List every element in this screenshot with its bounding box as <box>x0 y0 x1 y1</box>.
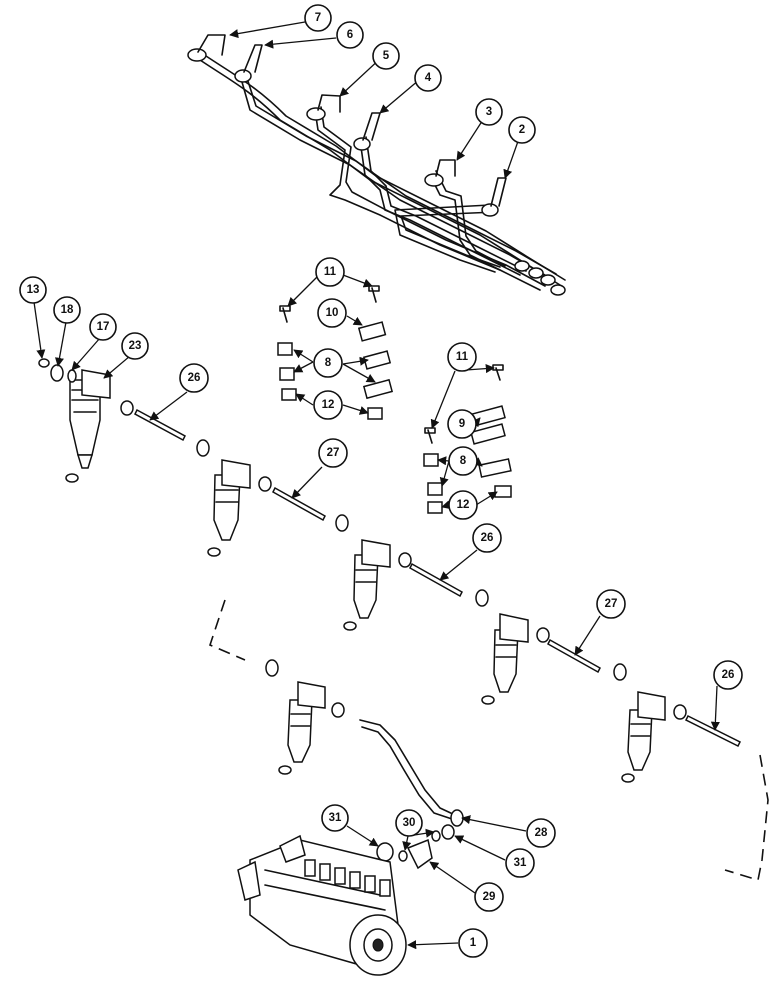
svg-text:31: 31 <box>514 857 527 869</box>
injector-row <box>38 358 687 783</box>
callout-3: 3 <box>475 98 503 126</box>
callout-11-upper: 11 <box>315 257 345 287</box>
callout-26-third: 26 <box>713 660 743 690</box>
callout-13: 13 <box>19 276 47 304</box>
injector-pipe-bundle <box>187 34 566 296</box>
callout-10: 10 <box>317 298 347 328</box>
svg-text:18: 18 <box>61 304 74 316</box>
callout-1: 1 <box>458 928 488 958</box>
svg-text:30: 30 <box>403 817 416 829</box>
svg-text:8: 8 <box>460 455 467 467</box>
svg-text:2: 2 <box>519 124 525 136</box>
callout-27-first: 27 <box>318 438 348 468</box>
svg-text:31: 31 <box>329 812 342 824</box>
callout-18: 18 <box>53 296 81 324</box>
callout-31-right: 31 <box>505 848 535 878</box>
callout-31-left: 31 <box>321 804 349 832</box>
callout-29: 29 <box>474 882 504 912</box>
pipe-clamp-kit-right <box>423 364 512 514</box>
return-pipe-assembly <box>359 719 464 870</box>
svg-text:4: 4 <box>425 72 432 84</box>
callout-4: 4 <box>414 64 442 92</box>
leak-off-tubes <box>134 408 742 748</box>
svg-text:26: 26 <box>188 372 201 384</box>
callout-28: 28 <box>526 818 556 848</box>
svg-text:13: 13 <box>27 284 40 296</box>
callout-27-second: 27 <box>596 589 626 619</box>
injection-pump <box>237 834 407 976</box>
callout-12-lower: 12 <box>448 490 478 520</box>
callout-17: 17 <box>89 313 117 341</box>
callout-23: 23 <box>121 332 149 360</box>
svg-text:26: 26 <box>481 532 494 544</box>
svg-text:6: 6 <box>347 29 353 41</box>
callout-7: 7 <box>304 4 332 32</box>
callout-6: 6 <box>336 21 364 49</box>
callout-11-lower: 11 <box>447 342 477 372</box>
svg-text:12: 12 <box>322 399 335 411</box>
svg-text:27: 27 <box>605 598 618 610</box>
callout-26-second: 26 <box>472 523 502 553</box>
svg-text:11: 11 <box>456 351 469 363</box>
callout-5: 5 <box>372 42 400 70</box>
svg-text:26: 26 <box>722 669 735 681</box>
svg-text:11: 11 <box>324 266 337 278</box>
svg-text:8: 8 <box>325 357 332 369</box>
callout-8-upper: 8 <box>313 348 343 378</box>
callout-2: 2 <box>508 116 536 144</box>
svg-text:27: 27 <box>327 447 340 459</box>
svg-text:5: 5 <box>383 50 390 62</box>
svg-text:10: 10 <box>326 307 339 319</box>
svg-text:17: 17 <box>97 321 110 333</box>
callout-12-upper: 12 <box>313 390 343 420</box>
callout-8-lower: 8 <box>448 446 478 476</box>
svg-text:29: 29 <box>483 891 496 903</box>
svg-text:7: 7 <box>315 12 321 24</box>
pipe-clamp-kit-left <box>277 285 394 420</box>
callout-9: 9 <box>447 409 477 439</box>
svg-text:28: 28 <box>535 827 548 839</box>
svg-text:9: 9 <box>459 418 465 430</box>
dashed-group-boundary <box>209 599 769 882</box>
callout-leaders <box>33 21 720 950</box>
svg-text:12: 12 <box>457 499 470 511</box>
svg-text:3: 3 <box>486 106 492 118</box>
callout-30: 30 <box>395 809 423 837</box>
svg-text:23: 23 <box>129 340 142 352</box>
svg-text:1: 1 <box>470 937 477 949</box>
callout-26-first: 26 <box>179 363 209 393</box>
